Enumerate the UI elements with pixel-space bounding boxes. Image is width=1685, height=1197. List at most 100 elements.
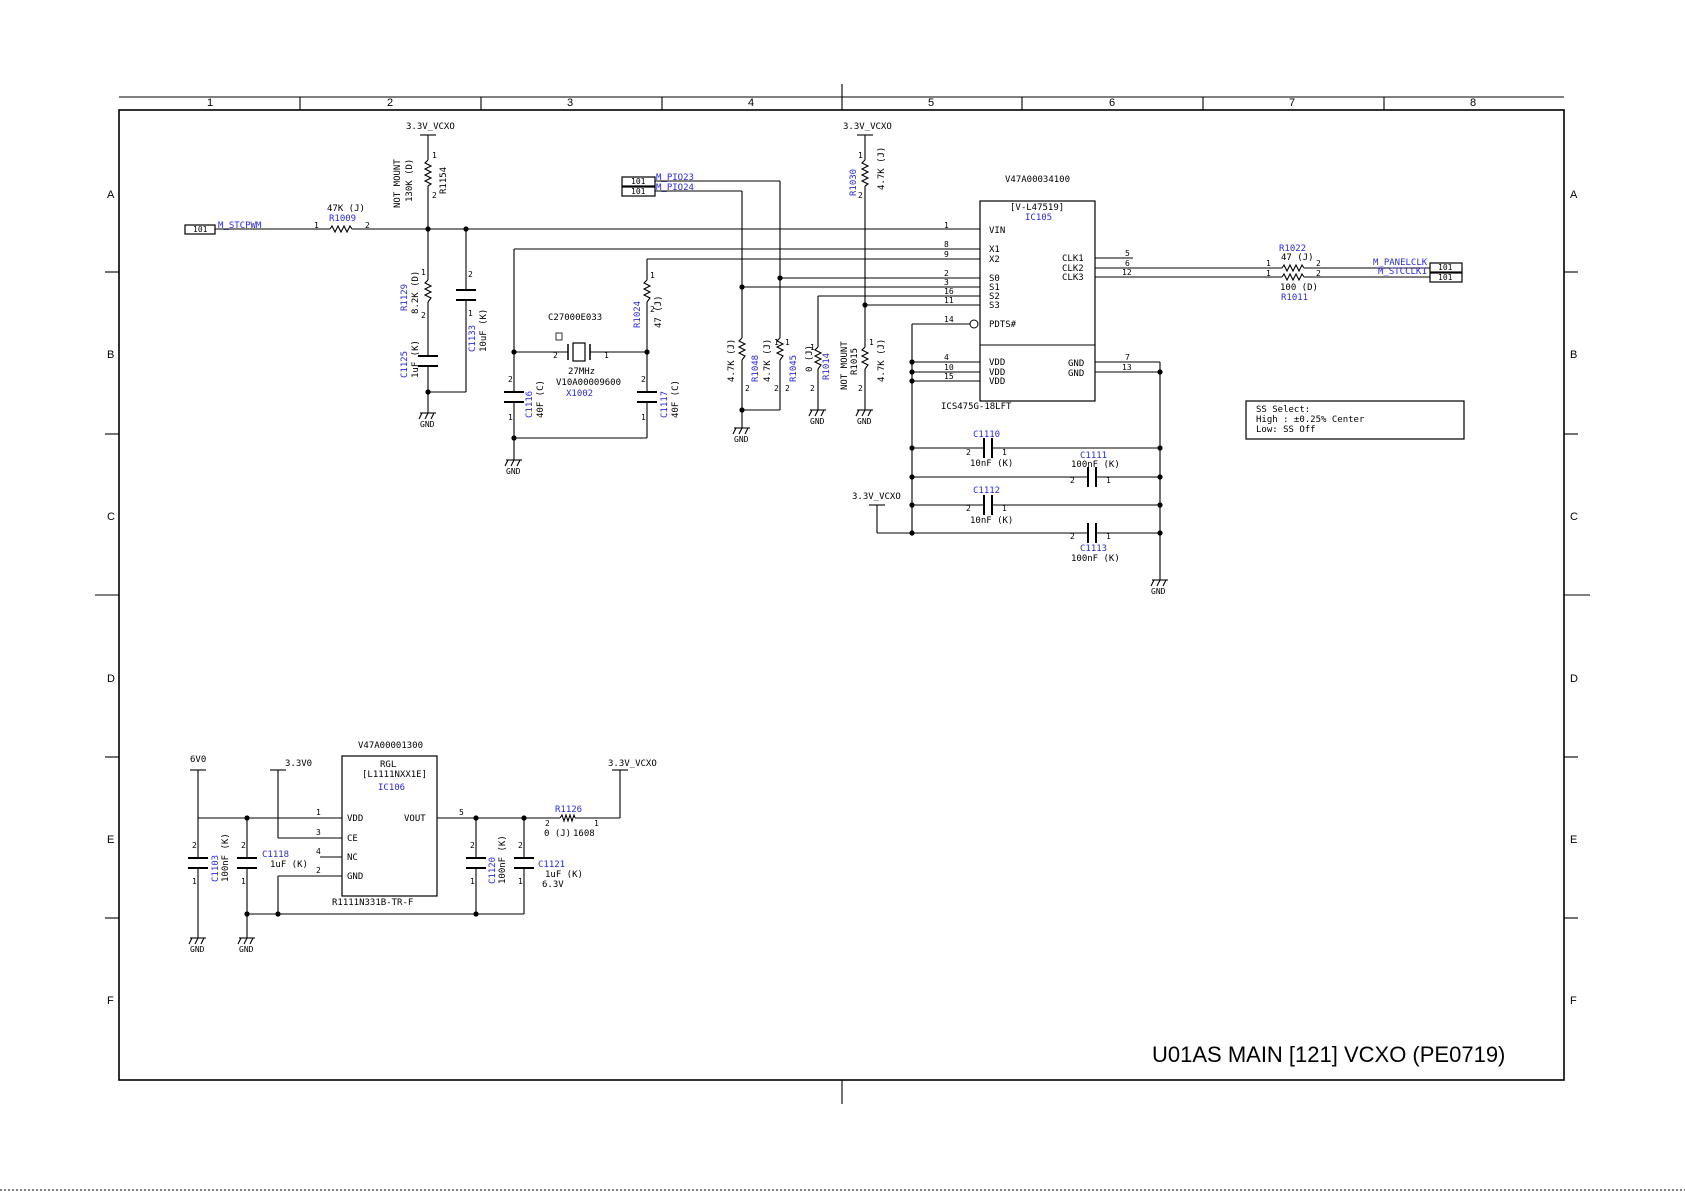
capacitor-c1118: C1118 1uF (K) 2 1 [237, 841, 308, 886]
r1030-ref: R1030 [849, 169, 859, 196]
pin-number: 1 [468, 309, 473, 318]
pin-number: 2 [745, 384, 750, 393]
ic105-pin-num: 1 [944, 221, 949, 230]
ic106-ref: IC106 [378, 783, 405, 793]
port-number: 101 [631, 187, 646, 196]
grid-col-7: 7 [1289, 97, 1295, 109]
r1009-value: 47K (J) [327, 204, 365, 214]
resistor-r1022: R1022 47 (J) 1 2 [1266, 244, 1321, 273]
capacitor-c1112: C1112 10nF (K) 2 1 [966, 486, 1013, 526]
ground-symbol: GND [418, 412, 436, 429]
r1015-ref: R1015 [850, 348, 860, 375]
ic105-pin-num: 8 [944, 240, 949, 249]
pin-number: 2 [468, 270, 473, 279]
r1024-ref: R1024 [633, 301, 643, 328]
ic105-ref: IC105 [1025, 213, 1052, 223]
port-m-stcpwm: 101 M_STCPWM [184, 221, 262, 235]
grid-row-a-left: A [107, 189, 115, 201]
pin-number: 1 [470, 877, 475, 886]
resistor-r1030: R1030 4.7K (J) 1 2 [849, 147, 887, 200]
pin-number: 2 [365, 221, 370, 230]
pin-number: 1 [1266, 269, 1271, 278]
gnd-label: GND [1151, 587, 1166, 596]
ic105-pin-num: 15 [944, 372, 954, 381]
r1048-ref: R1048 [751, 355, 761, 382]
pin-number: 2 [421, 311, 426, 320]
sheet-title: U01AS MAIN [121] VCXO (PE0719) [1152, 1042, 1505, 1067]
ic105-pin-num: 10 [944, 363, 954, 372]
resistor-r1015: NOT MOUNT R1015 4.7K (J) 1 2 [840, 338, 887, 393]
ground-symbol: GND [237, 937, 255, 954]
ic105-pin-num: 7 [1125, 353, 1130, 362]
ic106-type2: [L1111NXX1E] [362, 770, 427, 780]
x1002-ref: X1002 [566, 389, 593, 399]
c1133-ref: C1133 [468, 325, 478, 352]
r1014-ref: R1014 [822, 353, 832, 380]
pin-number: 1 [508, 413, 513, 422]
ic105-pin-num: 4 [944, 353, 949, 362]
gnd-label: GND [506, 467, 521, 476]
ground-symbol: GND [732, 427, 750, 444]
power-net-3v3-vcxo-mid: 3.3V_VCXO [843, 122, 892, 136]
capacitor-c1110: C1110 10nF (K) 2 1 [966, 430, 1013, 469]
pin-number: 2 [774, 384, 779, 393]
grid-column-labels: 1 2 3 4 5 6 7 8 [207, 97, 1476, 109]
c1125-value: 1uF (K) [411, 340, 421, 378]
ic105-pin-num: 16 [944, 287, 954, 296]
pin-number: 2 [858, 384, 863, 393]
c1112-ref: C1112 [973, 486, 1000, 496]
pin-number: 1 [650, 271, 655, 280]
r1129-value: 8.2K (D) [411, 271, 421, 314]
net-label: 3.3V_VCXO [608, 759, 657, 769]
c1111-ref: C1111 [1080, 451, 1107, 461]
resistor-r1126: R1126 0 (J) 1608 2 1 [544, 805, 599, 839]
pin-number: 2 [432, 191, 437, 200]
ic106-type: RGL [380, 760, 396, 770]
port-name: M_PANELCLK [1373, 258, 1428, 268]
pin-number: 1 [785, 338, 790, 347]
r1015-value: 4.7K (J) [877, 339, 887, 382]
ic105-part-number: V47A00034100 [1005, 175, 1070, 185]
pin-number: 2 [1316, 269, 1321, 278]
x1002-frequency: 27MHz [568, 367, 595, 377]
r1154-note: NOT MOUNT [393, 159, 403, 208]
net-label: 3.3V_VCXO [852, 492, 901, 502]
grid-col-3: 3 [567, 97, 573, 109]
r1126-value: 0 (J) [544, 829, 571, 839]
ic105-pin-num: 9 [944, 250, 949, 259]
ic105-pin-name: X2 [989, 255, 1000, 265]
r1015-note: NOT MOUNT [840, 341, 850, 390]
ground-symbol: GND [855, 409, 873, 426]
net-label: 3.3V_VCXO [843, 122, 892, 132]
c1133-value: 10uF (K) [479, 309, 489, 352]
grid-col-8: 8 [1470, 97, 1476, 109]
pin-number: 2 [1070, 532, 1075, 541]
grid-row-labels: A B C D E F A B C D E F [107, 189, 1578, 1007]
c1116-value: 40F (C) [536, 380, 546, 418]
resistor-r1014: 0 (J) R1014 1 2 [805, 343, 832, 393]
pin-number: 2 [966, 504, 971, 513]
ic106-part-number: V47A00001300 [358, 741, 423, 751]
ic105-pin-num: 11 [944, 296, 954, 305]
r1009-ref: R1009 [329, 214, 356, 224]
ground-symbol: GND [1150, 579, 1168, 596]
r1011-value: 100 (D) [1280, 283, 1318, 293]
pin-number: 1 [421, 268, 426, 277]
r1126-size: 1608 [573, 829, 595, 839]
pin-number: 2 [508, 375, 513, 384]
pin-number: 1 [641, 413, 646, 422]
ic106-name: R1111N331B-TR-F [332, 898, 413, 908]
grid-col-6: 6 [1109, 97, 1115, 109]
pin-number: 2 [785, 384, 790, 393]
ic105-pin-name: S1 [989, 283, 1000, 293]
grid-row-b-right: B [1570, 349, 1577, 361]
power-net-6v0: 6V0 [190, 755, 206, 771]
crystal-x1002: C27000E033 27MHz V10A00009600 X1002 2 1 [548, 313, 621, 399]
capacitor-c1103: C1103 100nF (K) 2 1 [188, 833, 231, 886]
gnd-label: GND [857, 417, 872, 426]
ic105-clock-generator: V47A00034100 [V-L47519] IC105 ICS475G-18… [941, 175, 1132, 412]
c1118-ref: C1118 [262, 850, 289, 860]
pin-number: 2 [641, 375, 646, 384]
pin-number: 2 [545, 819, 550, 828]
capacitor-c1121: C1121 1uF (K) 6.3V 2 1 [514, 841, 583, 890]
